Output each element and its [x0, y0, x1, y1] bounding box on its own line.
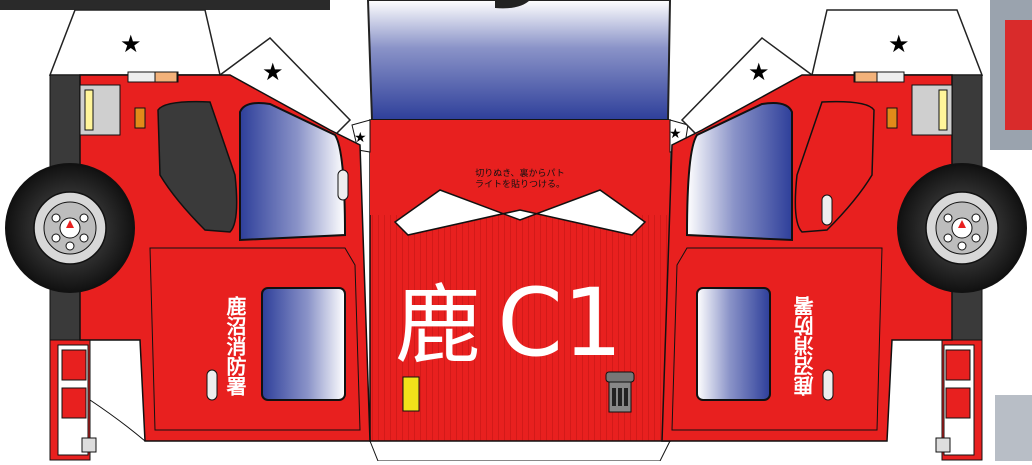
star-icon: ★: [888, 30, 910, 58]
wheel-icon: [5, 163, 135, 293]
windshield: [366, 0, 672, 121]
unit-kanji-label: 鹿: [395, 276, 481, 376]
front-window: [685, 102, 793, 242]
star-icon: ★: [748, 58, 770, 86]
photo-fragment: [0, 0, 330, 10]
center-front-panel: ★ ★ 切りぬき、裏からパト ライトを貼りつける。 鹿 C1: [351, 0, 689, 462]
star-icon: ★: [120, 30, 142, 58]
door-handle-icon: [337, 169, 349, 201]
yellow-marker: [402, 376, 420, 412]
right-side-panel: ★ ★ 鹿沼消防署: [661, 9, 1027, 461]
star-icon: ★: [354, 130, 367, 146]
lower-window: [696, 287, 771, 401]
left-side-panel: ★ ★ 鹿沼消防署: [5, 9, 371, 461]
instruction-line-1: 切りぬき、裏からパト: [475, 167, 564, 179]
instruction-line-2: ライトを貼りつける。: [475, 178, 565, 190]
door-handle-icon: [821, 194, 833, 226]
left-door-text: 鹿沼消防署: [223, 295, 247, 397]
svg-text:鹿沼消防署: 鹿沼消防署: [793, 295, 817, 397]
patrol-light-cutout: [393, 189, 647, 236]
wheel-icon: [897, 163, 1027, 293]
siren-icon: [605, 371, 635, 413]
svg-text:鹿沼消防署: 鹿沼消防署: [223, 295, 247, 397]
door-handle-icon: [822, 369, 834, 401]
star-icon: ★: [262, 58, 284, 86]
roof-light: [127, 71, 179, 83]
unit-code-label: C1: [497, 269, 622, 378]
front-window: [239, 102, 347, 242]
rear-window: [794, 100, 875, 233]
roof-light: [853, 71, 905, 83]
photo-fragment: [995, 395, 1032, 461]
photo-fragment: [1005, 20, 1032, 130]
door-handle-icon: [206, 369, 218, 401]
rear-window: [157, 100, 238, 233]
right-door-text: 鹿沼消防署: [793, 295, 817, 397]
star-icon: ★: [669, 126, 682, 142]
lower-window: [261, 287, 346, 401]
